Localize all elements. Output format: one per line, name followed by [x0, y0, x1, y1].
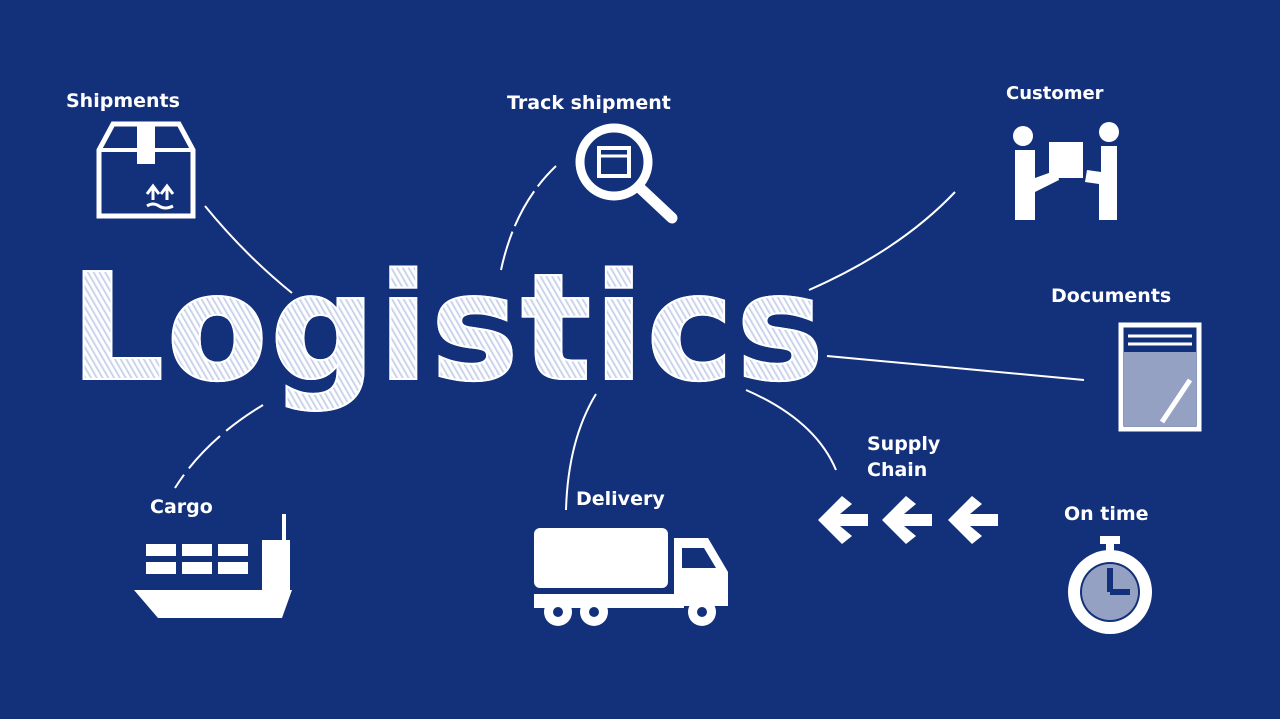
connector-customer [808, 191, 956, 291]
label-track-shipment: Track shipment [507, 92, 671, 114]
label-cargo: Cargo [150, 496, 213, 518]
label-documents: Documents [1051, 285, 1172, 307]
connector-cargo [174, 404, 264, 489]
connector-track [500, 165, 557, 271]
label-supply-chain: Supply Chain [867, 433, 941, 481]
handover-icon [1013, 122, 1119, 220]
label-delivery: Delivery [576, 488, 665, 510]
connector-documents [826, 355, 1085, 381]
box-icon [96, 121, 196, 219]
ship-icon [134, 514, 292, 618]
magnifier-icon [575, 123, 678, 224]
connector-delivery [565, 393, 597, 511]
document-icon [1118, 322, 1202, 432]
label-shipments: Shipments [66, 90, 180, 112]
label-customer: Customer [1006, 83, 1104, 104]
connector-supply [745, 389, 837, 471]
arrows-icon [818, 496, 998, 544]
diagram-title: Logistics [69, 238, 826, 418]
stopwatch-icon [1068, 536, 1152, 634]
connector-shipments [204, 205, 293, 294]
truck-icon [534, 528, 728, 626]
label-on-time: On time [1064, 503, 1149, 525]
